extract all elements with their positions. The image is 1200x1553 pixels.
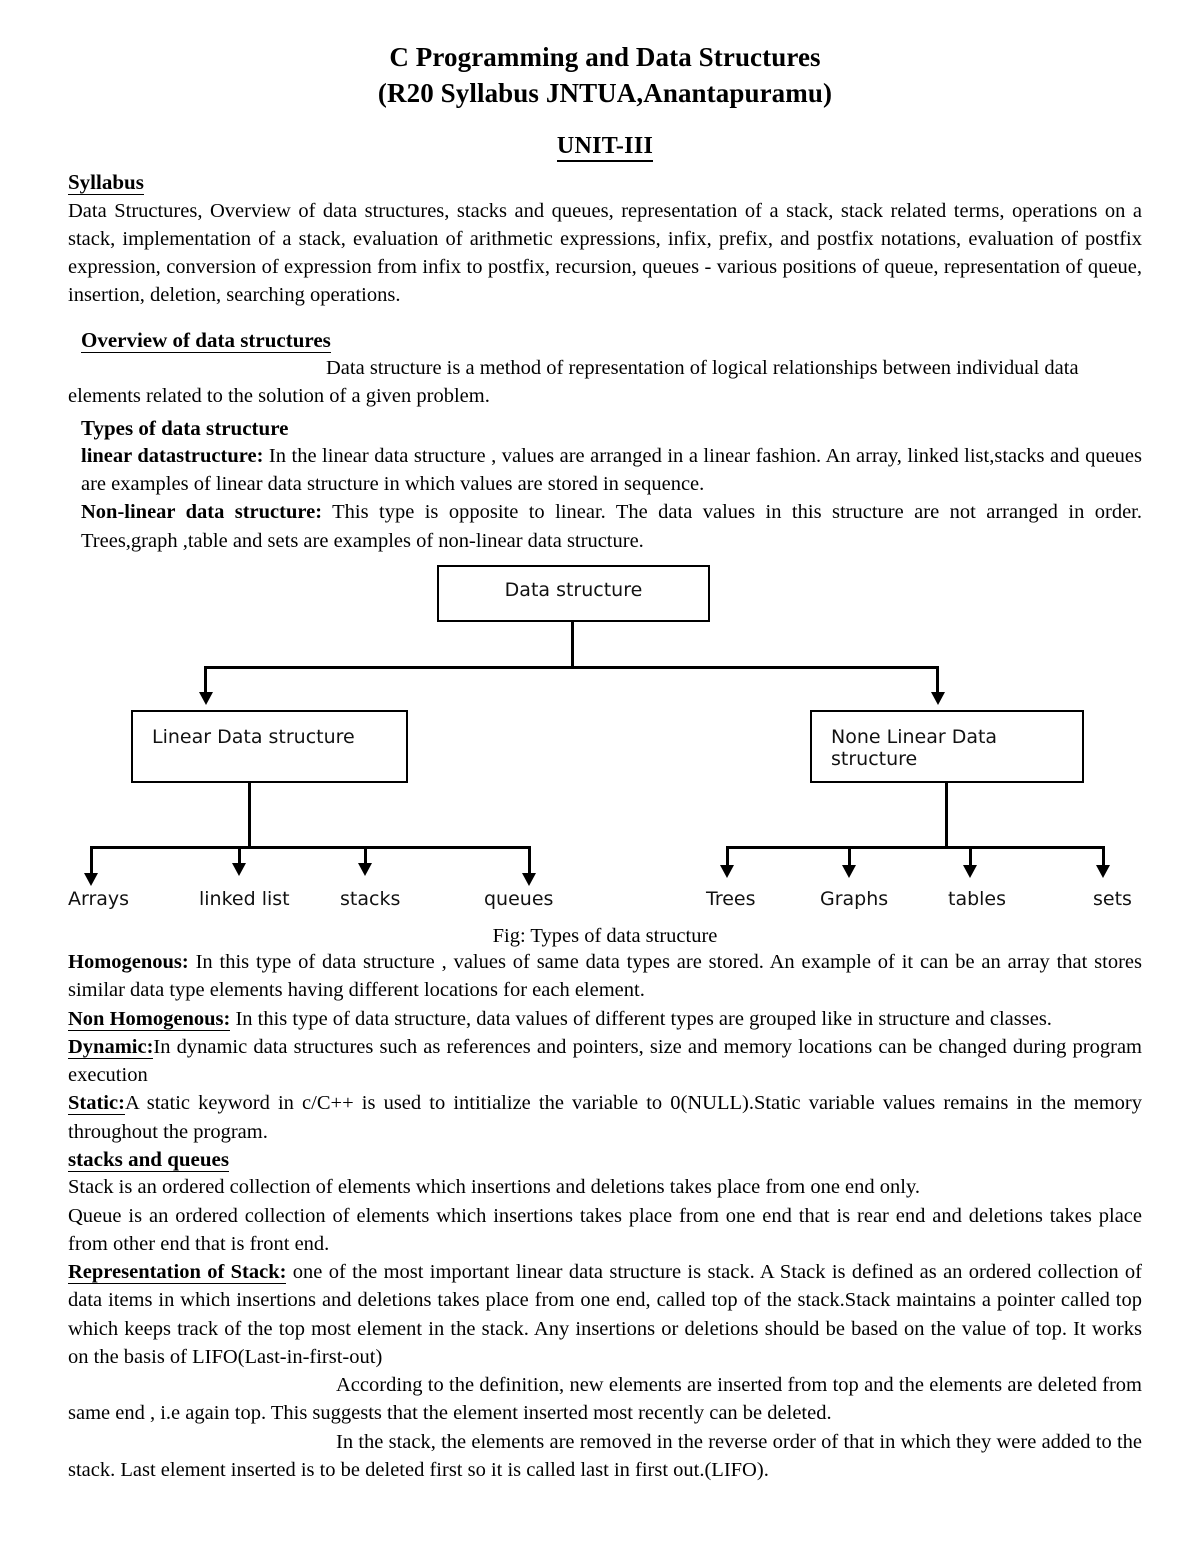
- edge-linear-stem: [248, 782, 251, 848]
- edge-leaf-trees: [726, 845, 729, 868]
- edge-leaf-sets: [1102, 845, 1105, 868]
- overview-definition-paragraph: Data structure is a method of representa…: [68, 354, 1142, 411]
- nonlinear-paragraph: Non-linear data structure: This type is …: [68, 498, 1142, 555]
- linear-text: In the linear data structure , values ar…: [81, 444, 1142, 496]
- diagram-leaf-stacks: stacks: [340, 887, 401, 910]
- overview-heading-text: Overview of data structures: [81, 327, 331, 353]
- unit-heading: UNIT-III: [68, 133, 1142, 163]
- diagram-node-root-label: Data structure: [504, 578, 643, 601]
- homogenous-text: In this type of data structure , values …: [68, 950, 1142, 1002]
- homogenous-paragraph: Homogenous: In this type of data structu…: [68, 948, 1142, 1005]
- arrowhead-linked-list-icon: [232, 862, 246, 876]
- linear-label: linear datastructure:: [81, 444, 264, 467]
- diagram-node-nonlinear: None Linear Data structure: [810, 709, 1084, 783]
- edge-linear-leaf-bar: [90, 845, 531, 849]
- representation-para3: In the stack, the elements are removed i…: [68, 1430, 1142, 1482]
- arrowhead-left-branch-icon: [199, 691, 213, 705]
- diagram-leaf-graphs: Graphs: [820, 887, 889, 910]
- non-homogenous-paragraph: Non Homogenous: In this type of data str…: [68, 1005, 1142, 1033]
- arrowhead-trees-icon: [720, 864, 734, 878]
- representation-paragraph: Representation of Stack: one of the most…: [68, 1258, 1142, 1371]
- types-heading-text: Types of data structure: [81, 415, 289, 440]
- types-heading: Types of data structure: [68, 415, 1142, 442]
- page-title: C Programming and Data Structures (R20 S…: [68, 0, 1142, 111]
- static-paragraph: Static:A static keyword in c/C++ is used…: [68, 1089, 1142, 1146]
- diagram-leaf-tables: tables: [948, 887, 1007, 910]
- overview-definition: Data structure is a method of representa…: [68, 356, 1079, 408]
- edge-nonlinear-stem: [945, 782, 948, 848]
- arrowhead-graphs-icon: [842, 864, 856, 878]
- representation-paragraph-2: According to the definition, new element…: [68, 1371, 1142, 1428]
- title-line-1: C Programming and Data Structures: [389, 42, 821, 72]
- arrowhead-tables-icon: [963, 864, 977, 878]
- representation-text: one of the most important linear data st…: [68, 1261, 1142, 1368]
- diagram-node-linear: Linear Data structure: [131, 709, 408, 783]
- diagram-node-root: Data structure: [437, 564, 710, 622]
- nonlinear-text: This type is opposite to linear. The dat…: [81, 501, 1142, 552]
- edge-nonlinear-leaf-bar: [726, 845, 1105, 849]
- edge-root-stem: [571, 621, 574, 668]
- arrowhead-right-branch-icon: [931, 691, 945, 705]
- representation-label: Representation of Stack:: [68, 1261, 287, 1285]
- figure-caption: Fig: Types of data structure: [492, 924, 718, 947]
- stack-definition: Stack is an ordered collection of elemen…: [68, 1176, 921, 1199]
- overview-heading: Overview of data structures: [68, 327, 1142, 354]
- edge-leaf-tables: [969, 845, 972, 868]
- stacks-queues-heading: stacks and queues: [68, 1146, 1142, 1173]
- edge-split-bar: [204, 665, 939, 669]
- linear-paragraph: linear datastructure: In the linear data…: [68, 442, 1142, 499]
- nonlinear-label: Non-linear data structure:: [81, 501, 323, 524]
- edge-to-right-branch: [936, 665, 939, 694]
- static-text: A static keyword in c/C++ is used to int…: [68, 1092, 1142, 1143]
- edge-leaf-linked-list: [238, 845, 241, 866]
- edge-leaf-graphs: [848, 845, 851, 868]
- unit-heading-text: UNIT-III: [556, 133, 654, 163]
- arrowhead-sets-icon: [1096, 864, 1110, 878]
- non-homogenous-label: Non Homogenous:: [68, 1007, 231, 1031]
- arrowhead-arrays-icon: [84, 872, 98, 886]
- stacks-queues-heading-text: stacks and queues: [68, 1146, 230, 1172]
- edge-leaf-arrays: [90, 845, 93, 876]
- dynamic-paragraph: Dynamic:In dynamic data structures such …: [68, 1033, 1142, 1090]
- edge-leaf-stacks: [364, 845, 367, 866]
- diagram-leaf-trees: Trees: [706, 887, 756, 910]
- syllabus-text: Data Structures, Overview of data struct…: [68, 199, 1142, 307]
- representation-para2: According to the definition, new element…: [68, 1374, 1142, 1425]
- diagram-leaf-linked-list: linked list: [199, 887, 290, 910]
- diagram-node-nonlinear-label: None Linear Data structure: [831, 725, 998, 770]
- diagram-leaf-sets: sets: [1093, 887, 1132, 910]
- arrowhead-queues-icon: [522, 872, 536, 886]
- homogenous-label: Homogenous:: [68, 950, 189, 973]
- edge-to-left-branch: [204, 665, 207, 694]
- data-structure-tree-diagram: Data structure Linear Data structure Non…: [68, 555, 1142, 923]
- page-content: C Programming and Data Structures (R20 S…: [68, 0, 1142, 1484]
- title-line-2: (R20 Syllabus JNTUA,Anantapuramu): [377, 77, 833, 108]
- diagram-node-linear-label: Linear Data structure: [152, 725, 355, 748]
- dynamic-text: In dynamic data structures such as refer…: [68, 1035, 1142, 1087]
- edge-leaf-queues: [528, 845, 531, 876]
- diagram-leaf-arrays: Arrays: [68, 887, 130, 910]
- spacer: [68, 310, 1142, 327]
- syllabus-heading: Syllabus: [68, 169, 1142, 196]
- queue-definition: Queue is an ordered collection of elemen…: [68, 1204, 1142, 1255]
- syllabus-heading-text: Syllabus: [68, 170, 144, 196]
- arrowhead-stacks-icon: [358, 862, 372, 876]
- dynamic-label: Dynamic:: [68, 1035, 154, 1059]
- representation-paragraph-3: In the stack, the elements are removed i…: [68, 1428, 1142, 1485]
- diagram-leaf-queues: queues: [484, 887, 554, 910]
- static-label: Static:: [68, 1092, 125, 1116]
- non-homogenous-text: In this type of data structure, data val…: [230, 1007, 1052, 1030]
